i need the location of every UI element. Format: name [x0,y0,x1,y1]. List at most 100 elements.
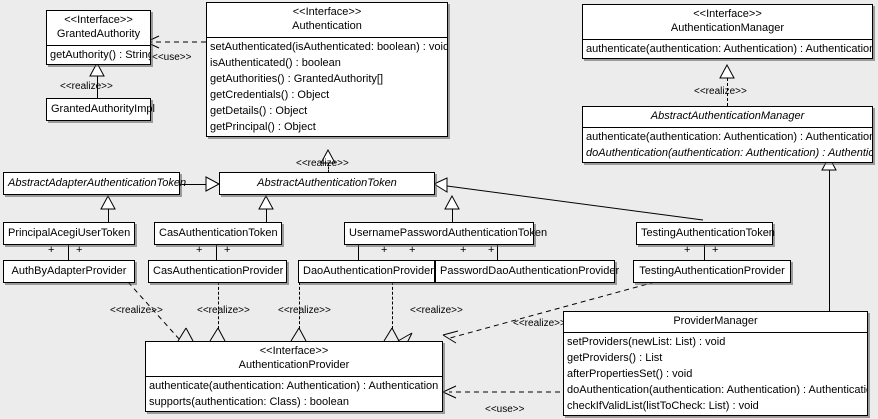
multiplicity-marker: + [684,244,691,256]
class-name-label: CasAuthenticationToken [159,227,278,239]
line-userpasstoken-up [452,209,453,222]
line-userpasstoken-assoc-dao [358,242,359,260]
class-auth-by-adapter-provider[interactable]: AuthByAdapterProvider [3,260,135,283]
method-item: getDetails() : Object [210,105,308,117]
class-name-label: GrantedAuthority [56,28,141,40]
method-item: getAuthorities() : GrantedAuthority[] [210,73,384,85]
label-realize-cas-provider: <<realize>> [197,305,250,316]
line-adaptertoken-generalization [180,184,207,185]
method-item: getCredentials() : Object [210,89,330,101]
method-item: authenticate(authentication: Authenticat… [149,380,439,392]
class-header: ProviderManager [564,312,867,332]
class-name-label: Authentication [292,20,362,32]
line-principaltoken-assoc [68,242,69,260]
class-username-password-authentication-token[interactable]: UsernamePasswordAuthenticationToken [344,222,548,245]
method-compartment: getAuthority() : String [47,45,150,64]
class-name-label: AuthByAdapterProvider [11,265,127,277]
multiplicity-marker: + [196,244,203,256]
class-abstract-adapter-authentication-token[interactable]: AbstractAdapterAuthenticationToken [3,172,187,195]
class-name-label: AbstractAuthenticationToken [257,177,397,189]
multiplicity-marker: + [409,244,416,256]
line-passdaoprovider-realize [392,282,393,329]
multiplicity-marker: + [712,244,719,256]
line-castoken-up [266,209,267,222]
class-header: AbstractAuthenticationManager [583,107,872,127]
method-item: supports(authentication: Class) : boolea… [149,396,349,408]
method-item: getPrincipal() : Object [210,121,316,133]
stereotype-label: <<Interface>> [693,8,762,20]
method-compartment: authenticate(authentication: Authenticat… [583,39,872,58]
class-cas-authentication-provider[interactable]: CasAuthenticationProvider [148,260,287,283]
method-item: getAuthority() : String [50,49,150,61]
class-testing-authentication-provider[interactable]: TestingAuthenticationProvider [633,260,791,283]
class-header: <<Interface>> GrantedAuthority [47,11,150,45]
class-name-label: AuthenticationProvider [238,359,350,371]
class-name-label: UsernamePasswordAuthenticationToken [349,227,548,239]
label-realize-auth-manager: <<realize>> [694,86,747,97]
stereotype-label: <<Interface>> [259,345,329,357]
label-realize-authentication: <<realize>> [296,158,349,169]
line-principaltoken-up [108,209,109,222]
class-name-label: CasAuthenticationProvider [153,265,284,277]
class-authentication-provider[interactable]: <<Interface>> AuthenticationProvider aut… [145,341,443,412]
stereotype-label: <<Interface>> [292,6,362,18]
class-name-label: PrincipalAcegiUserToken [8,227,131,239]
multiplicity-marker: + [381,244,388,256]
line-grantedauthorityimpl-realize [97,76,98,98]
label-realize-password-dao-provider: <<realize>> [410,305,463,316]
method-item: setProviders(newList: List) : void [567,336,726,348]
line-authentication-realize [328,163,329,173]
class-name-label: TestingAuthenticationProvider [639,265,785,277]
label-realize-dao-provider: <<realize>> [278,305,331,316]
multiplicity-marker: + [76,244,83,256]
class-name-label: DaoAuthenticationProvider [303,265,434,277]
class-name-label: PasswordDaoAuthenticationProvider [440,265,620,277]
class-dao-authentication-provider[interactable]: DaoAuthenticationProvider [298,260,435,283]
class-authentication[interactable]: <<Interface>> Authentication setAuthenti… [206,2,448,137]
multiplicity-marker: + [460,244,467,256]
class-name-label: GrantedAuthorityImpl [51,103,155,115]
method-item: checkIfValidList(listToCheck: List) : vo… [567,400,759,412]
class-name-label: ProviderManager [673,315,758,327]
label-use-granted-authority: <<use>> [152,52,192,63]
class-authentication-manager[interactable]: <<Interface>> AuthenticationManager auth… [582,4,873,59]
class-cas-authentication-token[interactable]: CasAuthenticationToken [154,222,282,245]
method-compartment: setAuthenticated(isAuthenticated: boolea… [207,37,447,136]
class-abstract-authentication-token[interactable]: AbstractAuthenticationToken [219,172,435,195]
label-use-provider-manager: <<use>> [485,404,525,415]
class-abstract-authentication-manager[interactable]: AbstractAuthenticationManager authentica… [582,106,873,163]
class-testing-authentication-token[interactable]: TestingAuthenticationToken [636,222,775,245]
class-name-label: AbstractAuthenticationManager [650,110,805,122]
method-compartment: authenticate(authentication: Authenticat… [583,127,872,162]
method-item: doAuthentication(authentication: Authent… [567,384,867,396]
multiplicity-marker: + [224,244,231,256]
method-compartment: setProviders(newList: List) : void getPr… [564,332,867,415]
method-item: afterPropertiesSet() : void [567,368,693,380]
class-name-label: AbstractAdapterAuthenticationToken [8,177,187,189]
method-item: authenticate(authentication: Authenticat… [586,131,872,143]
method-item: doAuthentication(authentication: Authent… [586,147,872,159]
class-password-dao-authentication-provider[interactable]: PasswordDaoAuthenticationProvider [435,260,620,283]
class-granted-authority[interactable]: <<Interface>> GrantedAuthority getAuthor… [46,10,151,65]
line-castoken-assoc [216,242,217,260]
method-item: getProviders() : List [567,352,663,364]
class-provider-manager[interactable]: ProviderManager setProviders(newList: Li… [563,311,868,416]
line-testtoken-assoc [704,242,705,260]
line-casprovider-realize [218,282,219,329]
class-name-label: TestingAuthenticationToken [641,227,775,239]
line-daoprovider-realize [299,282,300,329]
class-granted-authority-impl[interactable]: GrantedAuthorityImpl [46,98,155,121]
multiplicity-marker: + [488,244,495,256]
line-providermanager-generalization [829,170,830,311]
label-realize-auth-by-adapter: <<realize>> [110,305,163,316]
method-compartment: authenticate(authentication: Authenticat… [146,376,442,411]
class-header: <<Interface>> Authentication [207,3,447,37]
label-realize-granted-authority: <<realize>> [60,81,113,92]
class-principal-acegi-user-token[interactable]: PrincipalAcegiUserToken [3,222,135,245]
label-realize-provider-manager: <<realize>> [513,318,566,329]
method-item: authenticate(authentication: Authenticat… [586,43,872,55]
stereotype-label: <<Interface>> [64,14,133,26]
method-item: setAuthenticated(isAuthenticated: boolea… [210,41,447,53]
line-authmanager-realize [727,78,728,106]
